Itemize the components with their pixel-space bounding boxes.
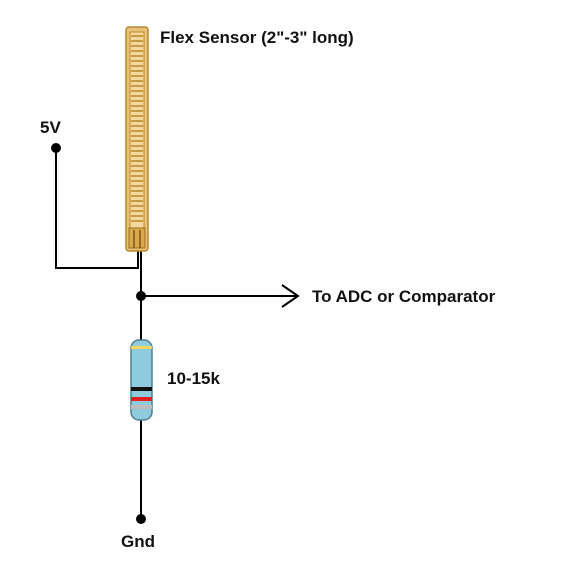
wires [55, 149, 300, 518]
sensor-label: Flex Sensor (2"-3" long) [160, 28, 354, 47]
resistor-band-black [131, 387, 152, 391]
resistor-band-gray [131, 405, 152, 409]
junction-node [136, 291, 146, 301]
flex-sensor [125, 26, 149, 252]
resistor [130, 339, 153, 421]
supply-label: 5V [40, 118, 61, 137]
resistor-label: 10-15k [167, 369, 220, 388]
output-label: To ADC or Comparator [312, 287, 496, 306]
ground-label: Gnd [121, 532, 155, 551]
output-arrowhead [281, 284, 300, 308]
supply-node [51, 143, 61, 153]
flex-sensor-traces [131, 35, 143, 222]
ground-node [136, 514, 146, 524]
flex-sensor-connector [128, 227, 146, 249]
resistor-band-gold [131, 346, 152, 349]
resistor-band-red [131, 397, 152, 401]
supply-wire [55, 149, 139, 269]
